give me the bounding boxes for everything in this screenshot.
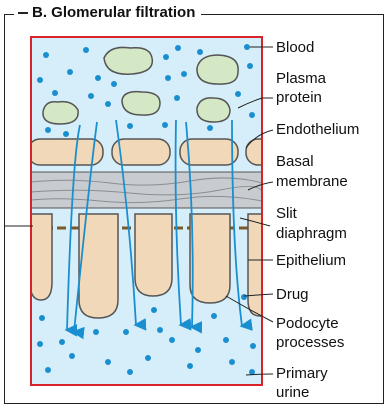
- label-drug: Drug: [276, 286, 309, 303]
- label-blood: Blood: [276, 39, 314, 56]
- label-podocyte-2: processes: [276, 334, 344, 351]
- blood-panel: [31, 37, 262, 385]
- basal-membrane-layer: [31, 172, 262, 208]
- label-primary-urine-1: Primary: [276, 365, 328, 382]
- label-basal-1: Basal: [276, 153, 314, 170]
- label-endothelium: Endothelium: [276, 121, 359, 138]
- label-podocyte-1: Podocyte: [276, 315, 339, 332]
- label-primary-urine-2: urine: [276, 384, 309, 401]
- label-slit-2: diaphragm: [276, 225, 347, 242]
- label-epithelium: Epithelium: [276, 252, 346, 269]
- label-basal-2: membrane: [276, 173, 348, 190]
- label-slit-1: Slit: [276, 205, 298, 222]
- label-plasma-protein-2: protein: [276, 89, 322, 106]
- label-plasma-protein-1: Plasma: [276, 70, 327, 87]
